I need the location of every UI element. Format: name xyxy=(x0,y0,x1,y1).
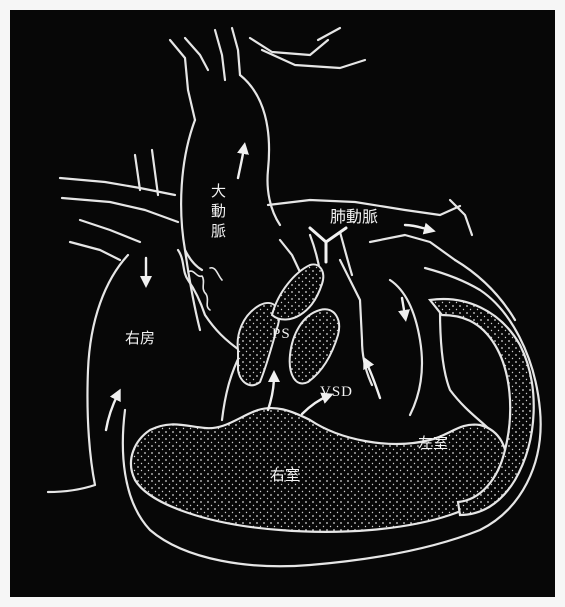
label-aorta-2: 動 xyxy=(211,202,226,220)
label-pulmonary-artery: 肺動脈 xyxy=(330,207,378,226)
label-left-ventricle: 左室 xyxy=(418,434,448,452)
label-right-ventricle: 右室 xyxy=(270,466,300,484)
label-vsd: VSD xyxy=(320,384,353,400)
label-right-atrium: 右房 xyxy=(125,329,155,347)
heart-diagram: 大 動 脈 肺動脈 右房 PS VSD 左室 右室 xyxy=(10,10,555,597)
label-ps: PS xyxy=(272,326,291,342)
label-aorta-3: 脈 xyxy=(211,222,226,240)
label-aorta-1: 大 xyxy=(211,182,226,200)
